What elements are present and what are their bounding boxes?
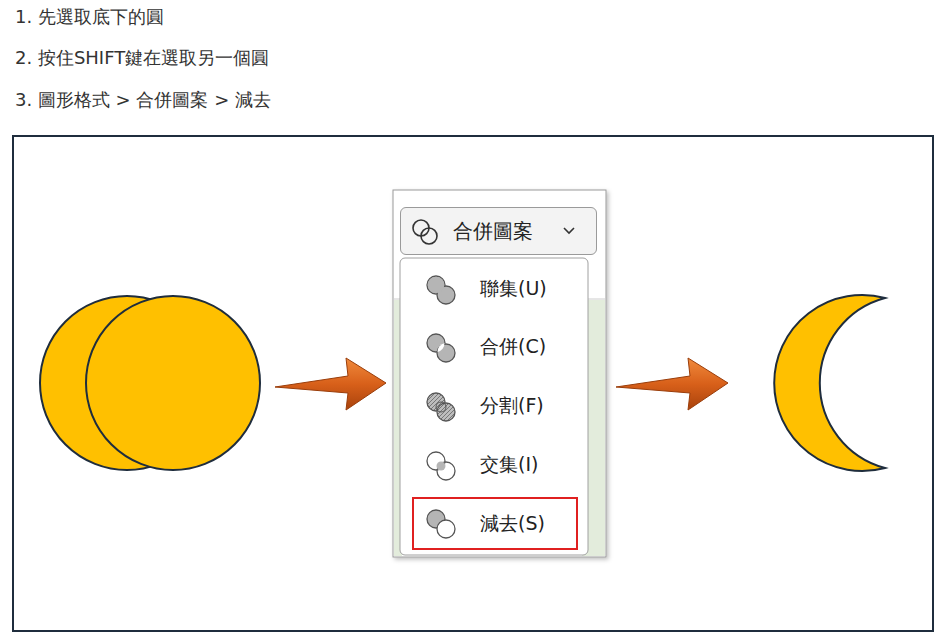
highlighted-menu-item: 減去(S) (412, 497, 578, 550)
subtract-icon (427, 510, 455, 538)
menu-item: 交集(I) (480, 453, 538, 476)
instruction-step: 3. 圖形格式 > 合併圖案 > 減去 (15, 89, 271, 111)
merge-icon (413, 220, 437, 244)
node-text: 減去(S) (480, 512, 545, 535)
combine-icon (427, 334, 455, 362)
arrow (275, 358, 386, 410)
menu-item: 合併(C) (480, 335, 546, 358)
menu-button: 合併圖案 (400, 207, 597, 255)
fragment-icon (427, 393, 455, 421)
arrow (616, 358, 728, 410)
top-circle (86, 296, 260, 470)
button-fill (400, 207, 597, 255)
intersect-icon (427, 452, 455, 480)
crescent (774, 295, 885, 471)
menu-item: 分割(F) (480, 394, 544, 417)
union-icon (425, 276, 455, 304)
node-text: 合併圖案 (453, 219, 533, 243)
frame (13, 136, 933, 631)
chevron (564, 228, 574, 233)
dropdown-list (400, 258, 588, 555)
instruction-step: 2. 按住SHIFT鍵在選取另一個圓 (15, 47, 269, 69)
menu-panel (393, 190, 606, 557)
instruction-step: 1. 先選取底下的圓 (15, 6, 164, 28)
menu-item: 聯集(U) (480, 277, 547, 300)
